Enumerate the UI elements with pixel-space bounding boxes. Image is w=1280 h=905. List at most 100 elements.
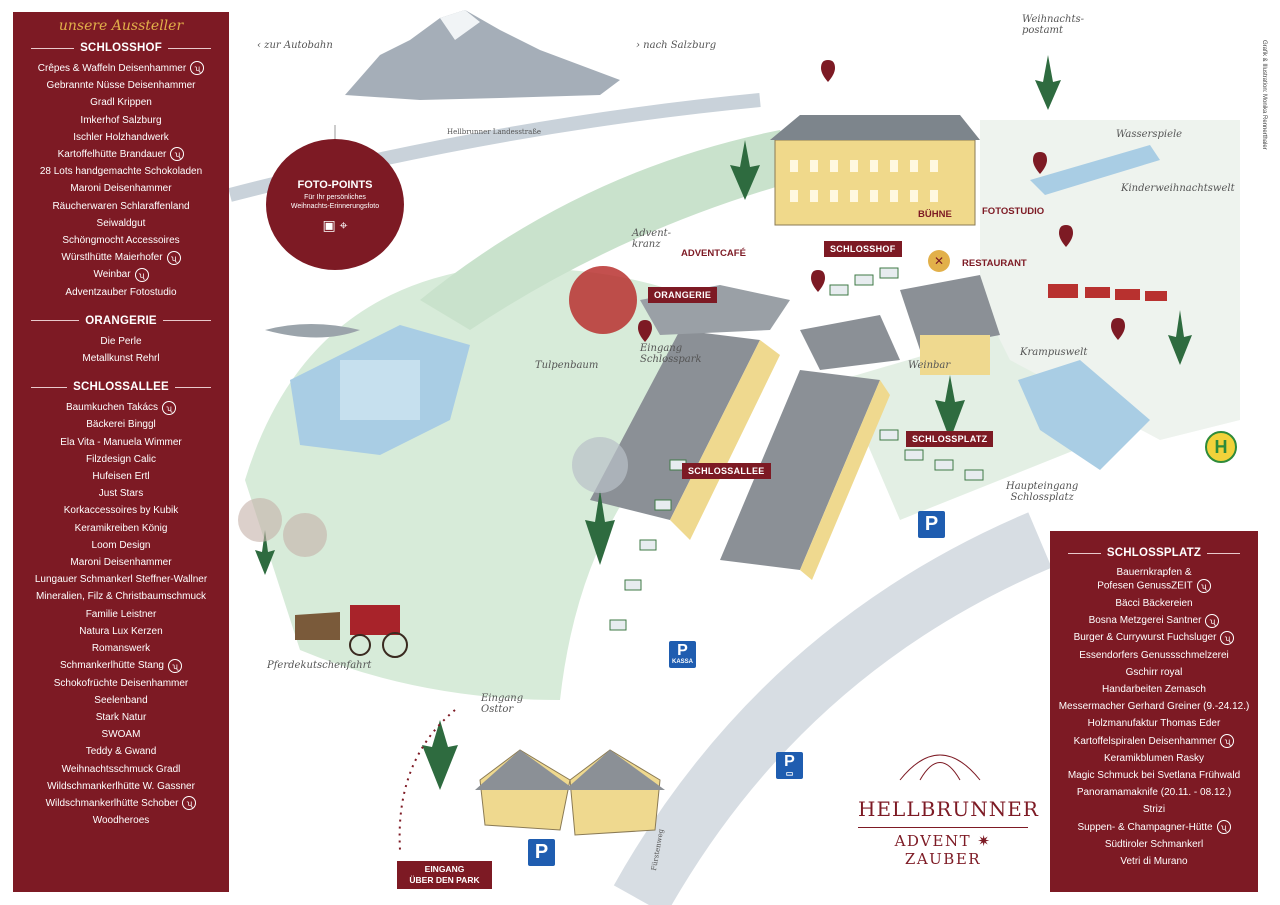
schlossallee-buildings (590, 285, 890, 580)
zone-label-schlossallee[interactable]: SCHLOSSALLEE (682, 463, 771, 479)
section-heading: SCHLOSSALLEE (13, 381, 229, 393)
place-label-fotostudio: FOTOSTUDIO (982, 206, 1045, 217)
exhibitor-item: Natura Lux Kerzen (79, 625, 163, 637)
exhibitor-item: Gebrannte Nüsse Deisenhammer (46, 80, 196, 92)
brand-title: HELLBRUNNER (858, 797, 1039, 821)
foto-points-title: FOTO-POINTS (297, 179, 373, 191)
exhibitor-item: Essendorfers Genussschmelzerei (1079, 649, 1229, 661)
zone-label-orangerie[interactable]: ORANGERIE (648, 287, 718, 303)
exhibitor-item: Südtiroler Schmankerl (1104, 838, 1204, 850)
zone-label-schlossplatz[interactable]: SCHLOSSPLATZ (906, 431, 994, 447)
exhibitor-item: Wildschmankerlhütte W. Gassner (47, 780, 195, 792)
exhibitor-item: Seiwaldgut (96, 217, 146, 229)
exhibitor-item: Holzmanufaktur Thomas Eder (1087, 718, 1221, 730)
label-adventkranz: Advent- kranz (632, 228, 672, 250)
entrance-path (398, 709, 456, 851)
exhibitor-item: Räucherwaren Schlaraffenland (52, 200, 190, 212)
foto-point-pins (638, 60, 1125, 342)
label-weihnachtspostamt: Weihnachts- postamt (1022, 14, 1084, 36)
section-heading: SCHLOSSPLATZ (1050, 547, 1258, 559)
exhibitor-item: Adventzauber Fotostudio (65, 286, 177, 298)
exhibitor-item: Maroni Deisenhammer (70, 183, 172, 195)
bus-parking-icon[interactable]: P▭ (776, 752, 803, 779)
brand-ornament (899, 754, 981, 781)
restaurant-icon: ✕ (928, 250, 950, 272)
market-stalls (609, 267, 984, 631)
bus-stop-icon[interactable]: H (1205, 431, 1237, 463)
schlossplatz-buildings (800, 275, 1000, 375)
label-tulpenbaum: Tulpenbaum (535, 360, 599, 371)
food-icon: ʯ (1220, 630, 1235, 645)
exhibitor-item: Familie Leistner (85, 608, 157, 620)
schloss-building (770, 115, 980, 226)
label-weinbar: Weinbar (908, 360, 951, 371)
label-landesstrasse: Hellbrunner Landesstraße (447, 128, 542, 136)
exhibitor-item: Filzdesign Calic (85, 453, 157, 465)
place-label-restaurant: RESTAURANT (962, 258, 1027, 269)
exhibitor-item: Panoramamaknife (20.11. - 08.12.) (1076, 787, 1232, 799)
section-heading: ORANGERIE (13, 315, 229, 327)
food-icon: ʯ (166, 250, 181, 265)
food-icon: ʯ (1205, 613, 1220, 628)
parking-osttor-icon[interactable]: P (528, 839, 555, 866)
label-autobahn: ‹ zur Autobahn (257, 40, 333, 51)
exhibitor-item: Strizi (1142, 804, 1166, 816)
exhibitor-item: Ela Vita - Manuela Wimmer (60, 436, 182, 448)
label-wasserspiele: Wasserspiele (1116, 129, 1183, 140)
osttor-buildings (475, 749, 665, 836)
train-illustration (1048, 284, 1167, 301)
exhibitor-item: 28 Lots handgemachte Schokoladen (39, 166, 203, 178)
exhibitor-item: Hufeisen Ertl (92, 471, 150, 483)
exhibitor-item: Magic Schmuck bei Svetlana Frühwald (1067, 770, 1241, 782)
exhibitor-item: Gschirr royal (1125, 666, 1183, 678)
label-eingang-osttor: Eingang Osttor (481, 693, 524, 715)
exhibitor-item: Messermacher Gerhard Greiner (9.-24.12.) (1058, 701, 1250, 713)
krampus-pond (1018, 360, 1150, 470)
place-label-buehne: BÜHNE (918, 209, 952, 220)
label-pferdekutschenfahrt: Pferdekutschenfahrt (267, 660, 372, 671)
food-icon: ʯ (1216, 820, 1231, 834)
exhibitor-item: Lungauer Schmankerl Steffner-Wallner (34, 574, 208, 586)
illustration-credit: Grafik & Illustration: Monika Rennerthal… (1261, 40, 1267, 150)
exhibitor-item: Woodheroes (92, 815, 150, 827)
exhibitor-item: Metallkunst Rehrl (82, 353, 160, 365)
fish-illustration (265, 324, 360, 338)
tulip-tree (569, 266, 637, 334)
exhibitor-item: Weihnachtsschmuck Gradl (61, 763, 181, 775)
exhibitor-item: Just Stars (98, 488, 144, 500)
food-icon: ʯ (162, 400, 177, 415)
mountain-illustration (345, 10, 620, 100)
exhibitor-item: Teddy & Gwand (85, 746, 157, 758)
exhibitor-panel-schlossplatz: SCHLOSSPLATZ Bauernkrapfen & Pofesen Gen… (1050, 531, 1258, 892)
brand-subtitle: ADVENT ✷ ZAUBER (858, 827, 1028, 868)
food-icon: ʯ (167, 658, 182, 673)
entrance-park-label[interactable]: EINGANG ÜBER DEN PARK (397, 861, 492, 889)
panel-title: unsere Aussteller (58, 18, 184, 34)
food-icon: ʯ (1196, 579, 1211, 593)
exhibitor-item: Keramikreiben König (74, 522, 168, 534)
wasserspiele-canal (1030, 145, 1160, 195)
exhibitor-item: SWOAM (101, 729, 141, 741)
camera-icon: ▣ ⌖ (322, 217, 348, 233)
zone-label-schlosshof[interactable]: SCHLOSSHOF (824, 241, 902, 257)
hellbrunner-logo: HELLBRUNNER ADVENT ✷ ZAUBER (858, 745, 1039, 869)
exhibitor-item: Schokofrüchte Deisenhammer (53, 677, 189, 689)
label-kinderweihnachtswelt: Kinderweihnachtswelt (1121, 183, 1235, 194)
exhibitor-item: Gradl Krippen (90, 97, 152, 109)
parking-icon[interactable]: P (918, 511, 945, 538)
main-road (613, 512, 1052, 905)
place-label-adventcafe: ADVENTCAFÉ (681, 248, 746, 259)
